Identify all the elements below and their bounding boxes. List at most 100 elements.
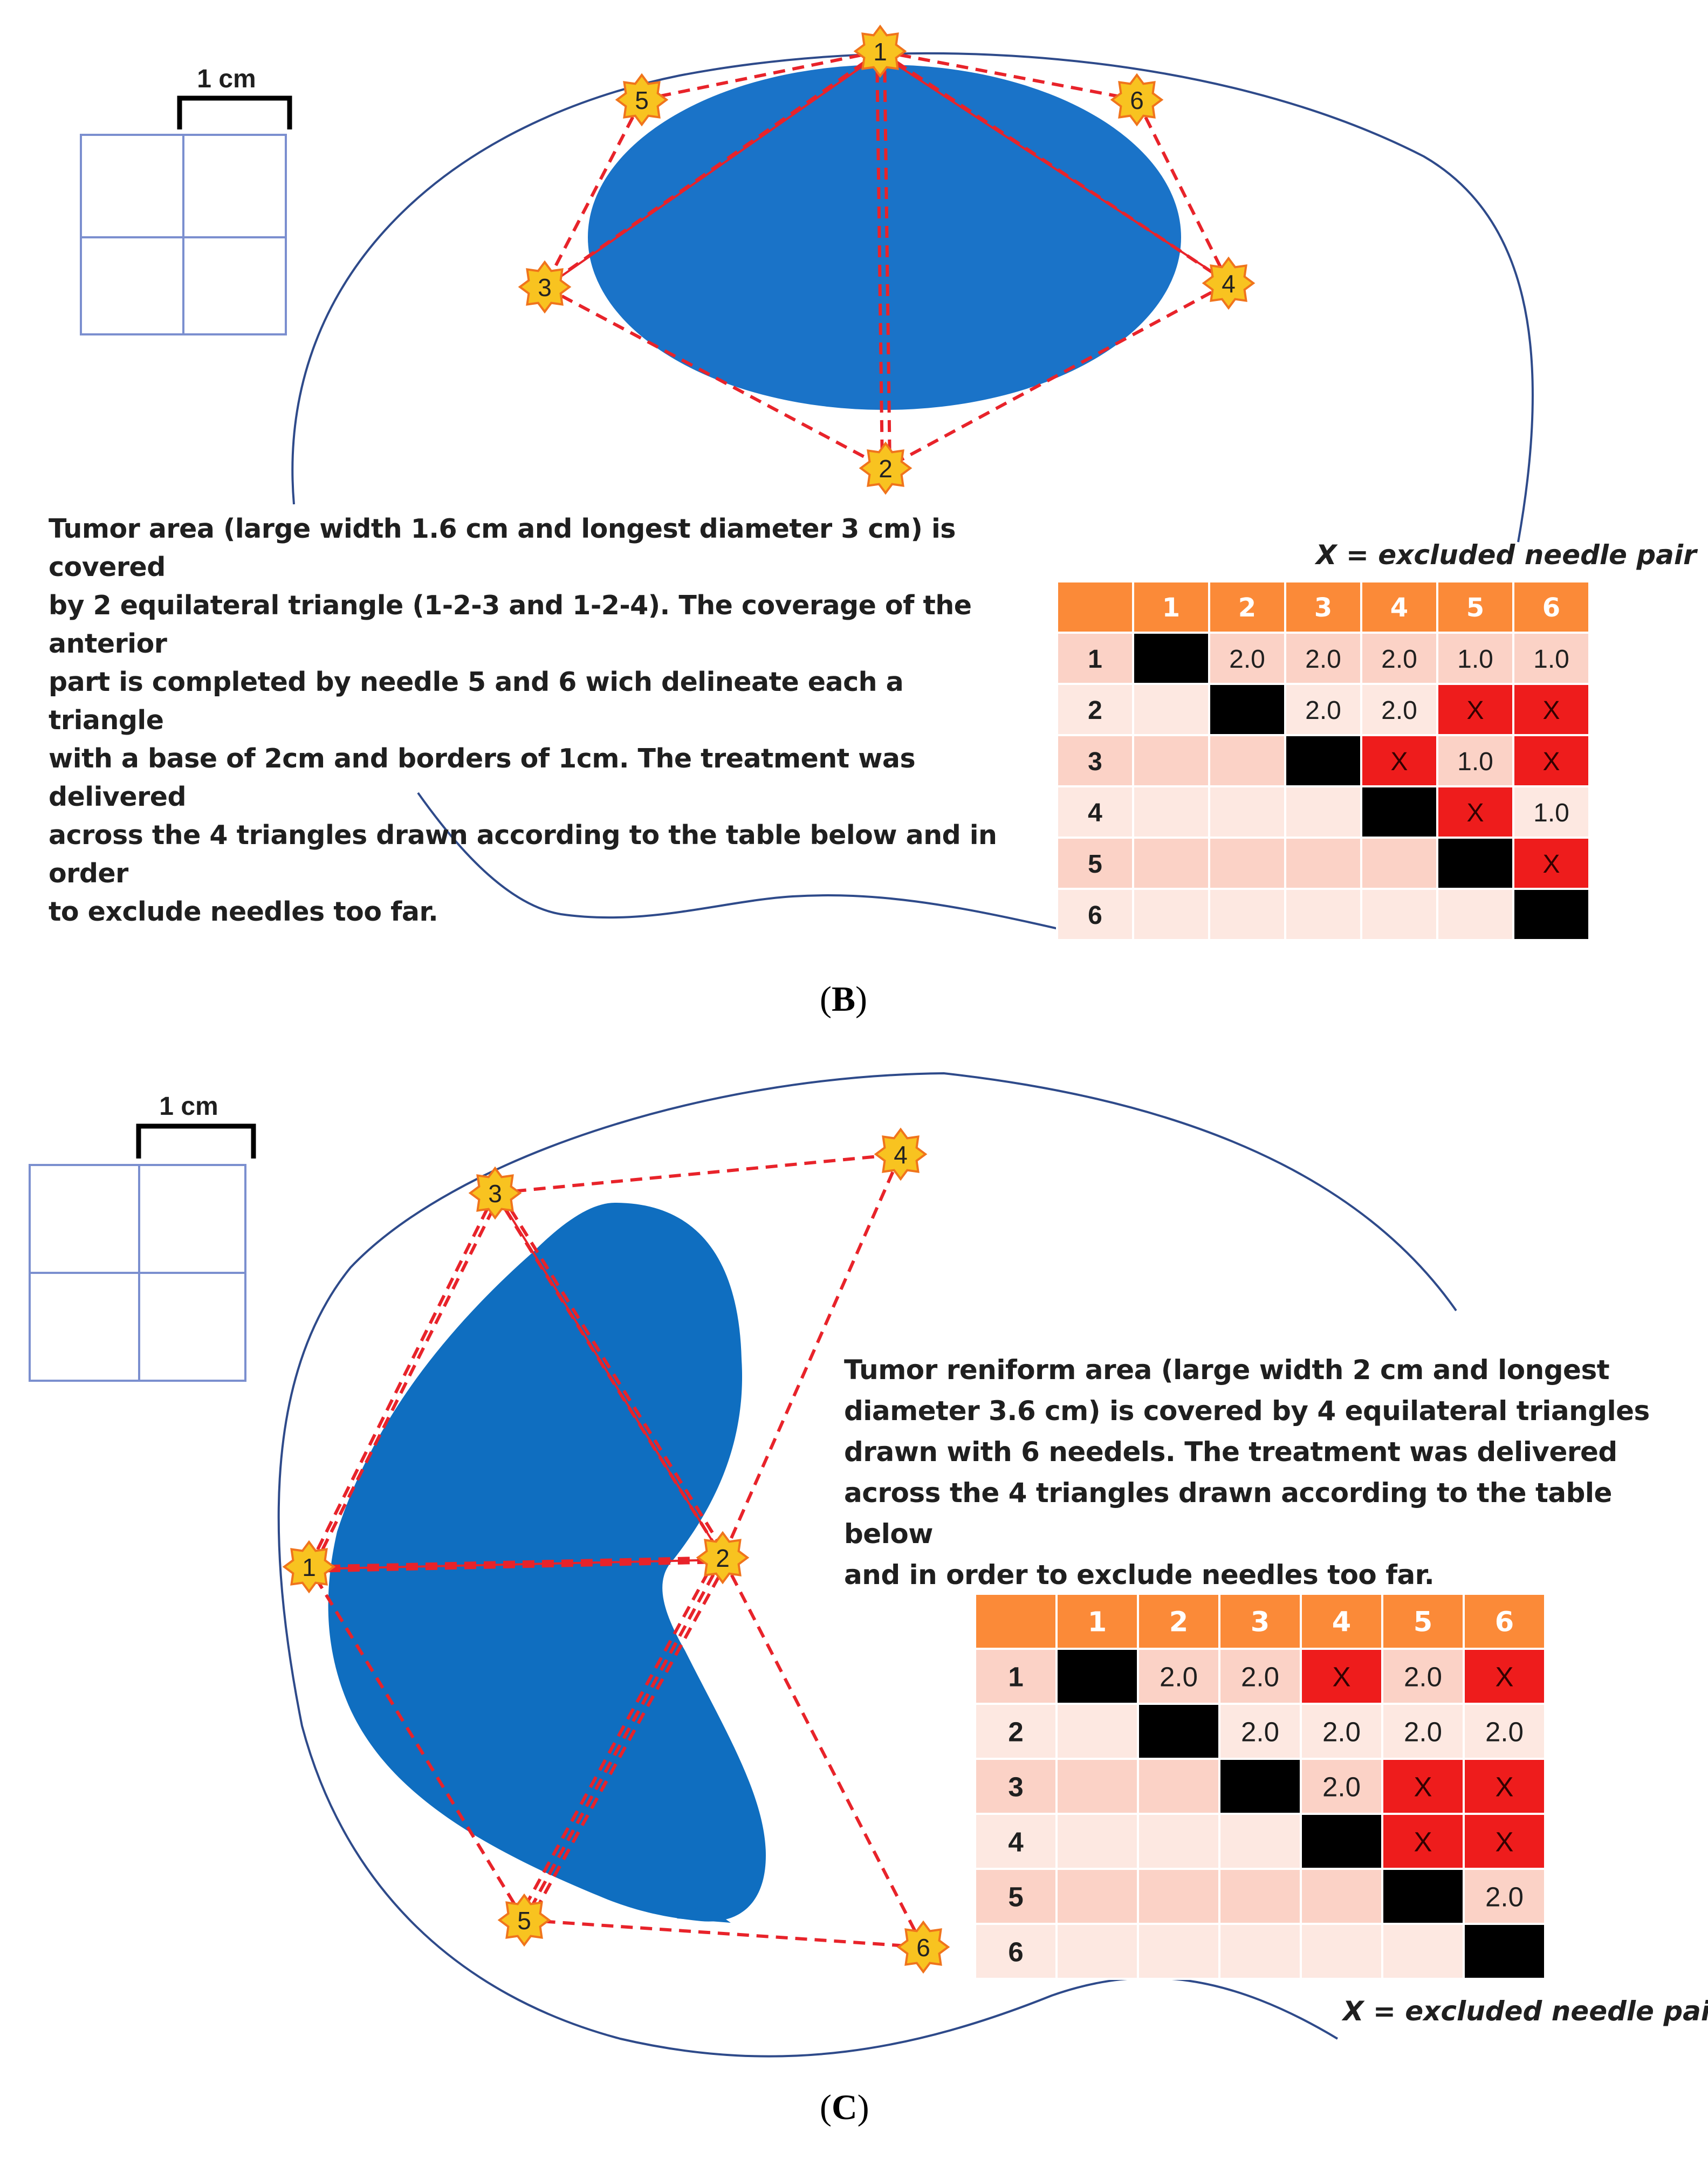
table-b-row-header-text: 2 [1088,696,1102,725]
table-c-col-header-text: 4 [1332,1606,1352,1638]
table-b-row-header-text: 1 [1088,645,1102,674]
table-b-cell [1284,632,1362,685]
scale-grid-b [80,134,287,335]
table-b-cell [1360,888,1438,941]
table-c-col-header [1463,1593,1546,1650]
table-c-excluded-cell-text: X [1414,1771,1432,1802]
table-c-cell [1218,1868,1302,1925]
description-c: Tumor reniform area (large width 2 cm an… [844,1354,1650,1591]
scale-grid-c [29,1164,246,1382]
needle-b-2-marker [859,441,913,495]
table-b-cell [1208,785,1286,839]
table-c-row-header-text: 1 [1008,1661,1023,1692]
needle-b-5: 5 [615,73,669,127]
table-b-cell [1436,888,1514,941]
table-c-cell [1137,1813,1220,1870]
table-b-corner [1056,580,1134,634]
table-b-row-header [1056,632,1134,685]
legend-c: X = excluded needle pair [1343,1996,1708,2027]
table-c-cell-text: 2.0 [1160,1661,1198,1692]
needle-line-c-6-5 [524,1918,924,1949]
table-b-cell-text: 2.0 [1381,696,1417,725]
needle-line-b-1-4-solid [879,53,1226,282]
table-b-diagonal-cell [1208,683,1286,736]
table-c-excluded-cell [1463,1648,1546,1705]
needle-c-5: 5 [497,1893,551,1947]
table-b-cell [1512,632,1590,685]
scale-label-b: 1 cm [197,65,256,93]
table-c-cell [1381,1923,1465,1980]
table-b-cell-text: 2.0 [1229,645,1265,674]
table-c-excluded-cell-text: X [1495,1661,1513,1692]
needle-c-2: 2 [696,1531,750,1585]
needle-lines-b [543,50,1230,470]
table-c-corner [974,1593,1058,1650]
needle-c-6-marker [896,1920,950,1974]
table-c-row-header-text: 4 [1008,1826,1024,1857]
table-b-cell [1132,683,1210,736]
needle-b-4: 4 [1202,256,1256,310]
table-c-cell [1463,1868,1546,1925]
table-c-cell-text: 2.0 [1322,1716,1361,1747]
table-c-cell-text: 2.0 [1404,1661,1442,1692]
needle-line-b-1-2a [875,51,884,469]
table-b-cell [1208,734,1286,787]
table-b-cell [1208,837,1286,890]
scale-bracket-c [136,1123,256,1159]
table-b-cell [1284,837,1362,890]
table-c-col-header-text: 2 [1169,1606,1189,1638]
table-b-excluded-cell [1512,837,1590,890]
table-c-col-header-text: 6 [1495,1606,1514,1638]
table-b-cell-text: 2.0 [1305,696,1341,725]
table-c-diagonal-cell [1218,1758,1302,1815]
table-b-excluded-cell-text: X [1390,748,1408,776]
needle-line-c-2-5b [528,1559,730,1922]
needle-c-6: 6 [896,1920,950,1974]
needle-c-4-marker [874,1127,928,1181]
table-b-cell-text: 1.0 [1457,645,1493,674]
table-b-row-header-text: 5 [1088,850,1102,879]
needle-line-b-1-6 [880,50,1137,101]
table-c-cell [1055,1758,1139,1815]
table-c-row-header-text: 2 [1008,1716,1023,1747]
table-c-cell-text: 2.0 [1241,1661,1279,1692]
table-c-cell-text: 2.0 [1322,1771,1361,1802]
table-b-col-header-text: 2 [1238,593,1256,623]
needle-b-1-marker [853,24,907,78]
table-b-excluded-cell-text: X [1466,696,1484,725]
needle-line-c-2-5 [523,1557,724,1921]
body-outline-c [277,1072,1457,2058]
needle-b-3-label: 3 [538,273,552,301]
panel-label-c: (C) [820,2088,869,2127]
needle-c-1-label: 1 [302,1553,316,1581]
table-c-diagonal-cell [1055,1648,1139,1705]
table-b-cell [1284,785,1362,839]
table-c-col-header-text: 1 [1088,1606,1107,1638]
table-b-diagonal-cell [1512,888,1590,941]
needle-line-c-2-6 [721,1557,925,1948]
table-b-cell-text: 1.0 [1457,748,1493,776]
table-c-cell-text: 2.0 [1485,1881,1524,1912]
table-c-cell-text: 2.0 [1241,1716,1279,1747]
table-c-cell [1381,1648,1465,1705]
table-b-cell [1284,888,1362,941]
table-c-cell [1300,1703,1383,1760]
needle-line-c-1-2-solid [312,1559,721,1570]
table-c-cell [1055,1923,1139,1980]
needles-b: 1 2 3 4 5 6 [518,24,1256,495]
needle-line-b-6-4 [1135,99,1230,284]
table-c-cell [1218,1703,1302,1760]
needle-line-b-3-2 [544,285,887,470]
needle-line-b-4-2 [884,282,1230,470]
needle-lines-b-solid [546,53,1226,287]
legend-b: X = excluded needle pair [1316,539,1697,571]
table-b-col-header-text: 4 [1390,593,1408,623]
needle-b-2-label: 2 [879,455,893,483]
table-c-col-header-text: 3 [1251,1606,1270,1638]
needle-line-b-1-5 [641,50,881,101]
table-c-excluded-cell-text: X [1495,1771,1513,1802]
table-c-diagonal-cell [1463,1923,1546,1980]
needle-line-b-5-3 [543,99,643,288]
